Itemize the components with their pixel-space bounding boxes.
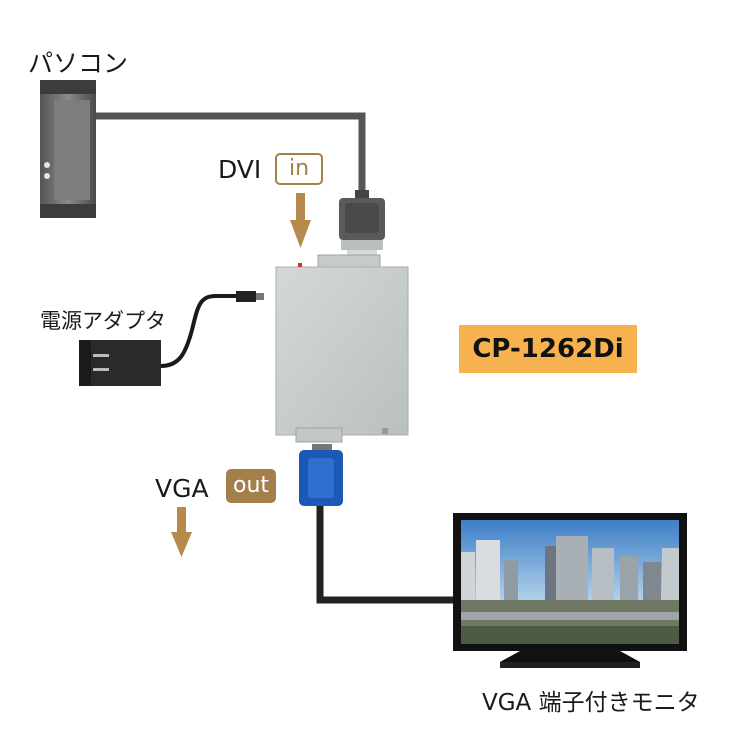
vga-connector-icon <box>299 444 343 506</box>
vga-cable <box>316 506 466 604</box>
down-arrow-icon <box>171 507 192 557</box>
vga-label: VGA <box>155 474 209 503</box>
power-adapter-icon <box>79 291 264 386</box>
product-name-badge: CP-1262Di <box>459 325 637 373</box>
monitor-icon <box>453 513 687 668</box>
pc-tower-icon <box>40 80 96 218</box>
dvi-label: DVI <box>218 155 262 184</box>
pc-label: パソコン <box>28 49 129 78</box>
converter-box-icon <box>275 254 409 443</box>
monitor-label: VGA 端子付きモニタ <box>482 690 700 716</box>
vga-out-tag: out <box>226 469 276 503</box>
power-adapter-label: 電源アダプタ <box>40 309 166 333</box>
dvi-cable <box>96 112 366 200</box>
down-arrow-icon <box>290 193 311 248</box>
dvi-connector-icon <box>339 190 385 256</box>
dvi-in-tag: in <box>275 153 323 185</box>
